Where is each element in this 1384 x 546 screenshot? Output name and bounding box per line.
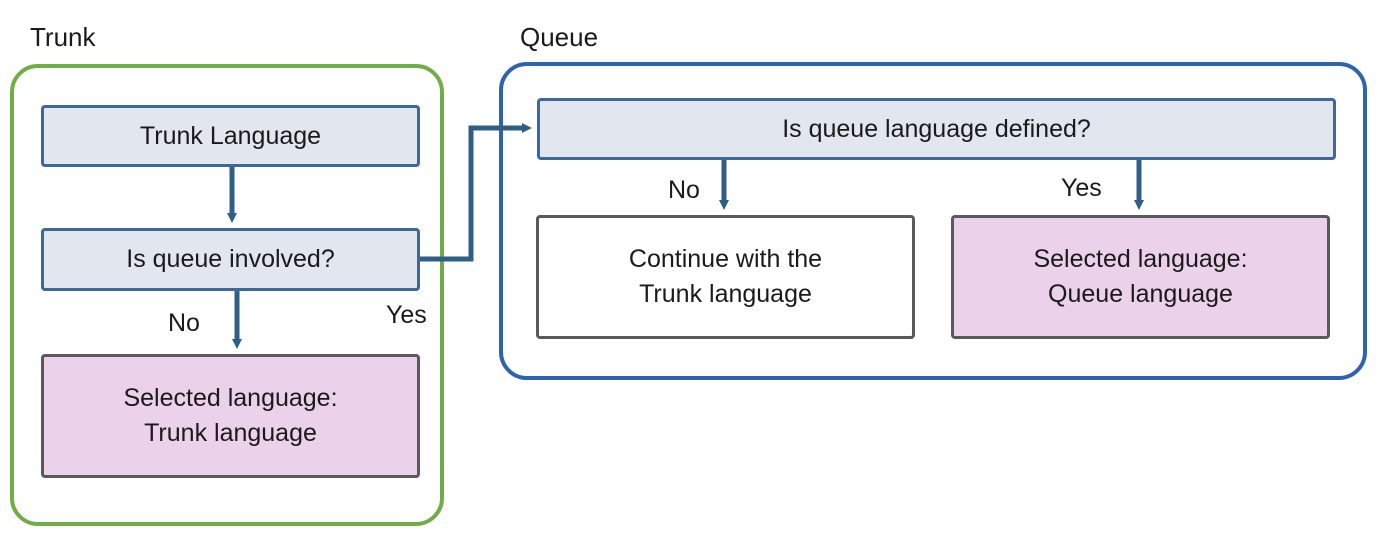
node-selected-queue-language-text: Selected language: Queue language — [1033, 245, 1248, 308]
trunk-group — [10, 64, 444, 526]
node-is-queue-involved-text: Is queue involved? — [126, 245, 335, 273]
node-selected-queue-language: Selected language: Queue language — [951, 215, 1330, 339]
edge-label-defined-no: No — [668, 176, 700, 204]
node-continue-trunk-language: Continue with the Trunk language — [536, 215, 915, 339]
node-continue-trunk-language-text: Continue with the Trunk language — [628, 245, 823, 308]
node-is-queue-involved: Is queue involved? — [41, 228, 420, 291]
edge-label-involved-yes: Yes — [386, 301, 427, 329]
edge-label-involved-no: No — [168, 309, 200, 337]
node-trunk-language-text: Trunk Language — [139, 121, 322, 150]
trunk-group-label: Trunk — [30, 22, 96, 52]
node-is-queue-language-defined: Is queue language defined? — [537, 98, 1336, 160]
edge-label-defined-yes: Yes — [1061, 174, 1102, 202]
node-trunk-language: Trunk Language — [41, 105, 420, 167]
node-is-queue-language-defined-text: Is queue language defined? — [782, 114, 1091, 143]
node-selected-trunk-language-text: Selected language: Trunk language — [123, 384, 338, 447]
node-selected-trunk-language: Selected language: Trunk language — [41, 354, 420, 478]
queue-group-label: Queue — [520, 22, 599, 52]
